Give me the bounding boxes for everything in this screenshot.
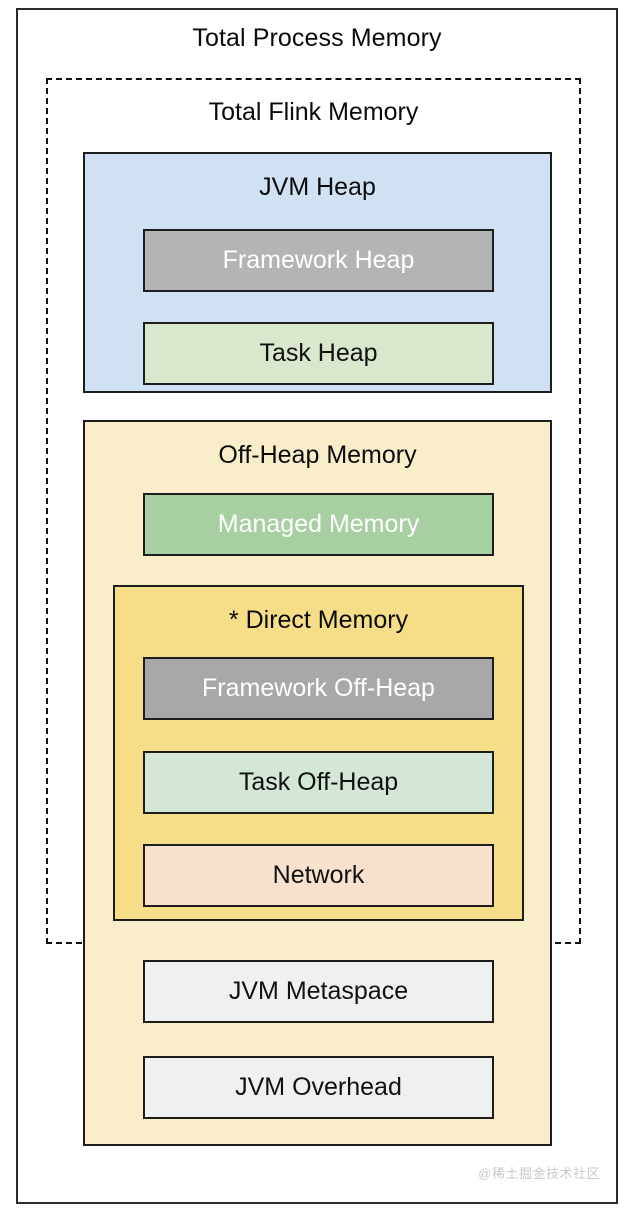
- jvm-overhead-box: JVM Overhead: [143, 1056, 494, 1119]
- total-flink-memory-label: Total Flink Memory: [208, 98, 419, 126]
- task-off-heap-box: Task Off-Heap: [143, 751, 494, 814]
- network-box: Network: [143, 844, 494, 907]
- framework-heap-box: Framework Heap: [143, 229, 494, 292]
- framework-off-heap-box: Framework Off-Heap: [143, 657, 494, 720]
- direct-memory-label: * Direct Memory: [228, 606, 409, 634]
- off-heap-memory-label: Off-Heap Memory: [218, 441, 417, 469]
- task-heap-box: Task Heap: [143, 322, 494, 385]
- watermark: @稀土掘金技术社区: [478, 1166, 600, 1181]
- jvm-heap-label: JVM Heap: [259, 173, 376, 201]
- jvm-metaspace-box: JVM Metaspace: [143, 960, 494, 1023]
- page-title: Total Process Memory: [192, 24, 442, 52]
- managed-memory-box: Managed Memory: [143, 493, 494, 556]
